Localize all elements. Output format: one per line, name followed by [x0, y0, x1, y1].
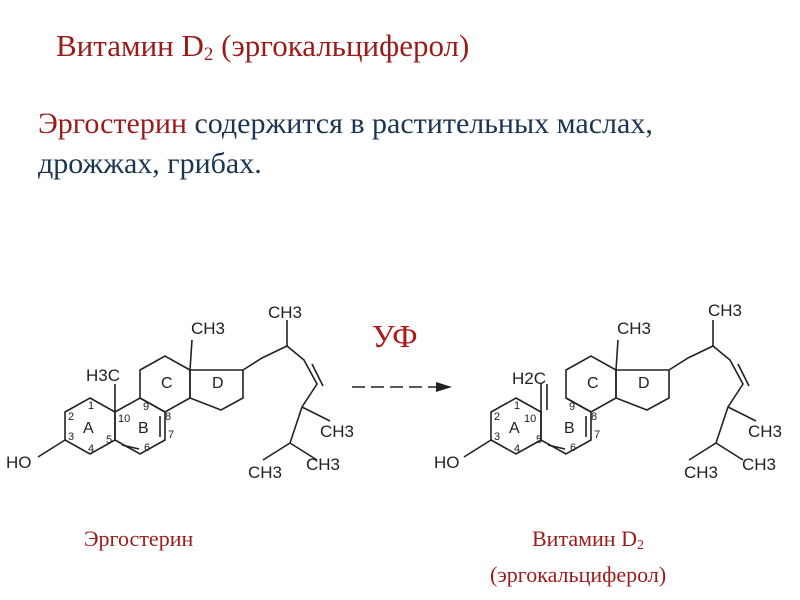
vit-ch3-top: CH3: [617, 319, 651, 338]
vit-ring-c: C: [587, 375, 599, 392]
caption-ergosterol: Эргостерин: [84, 526, 194, 551]
caption-vitamin-prefix: Витамин D: [532, 526, 637, 551]
vit-num-4: 4: [514, 443, 520, 455]
intro-text: Эргостерин содержится в растительных мас…: [38, 104, 778, 184]
intro-line2: дрожжах, грибах.: [38, 147, 262, 180]
erg-num-10: 10: [118, 413, 130, 425]
vit-ho: HO: [434, 453, 460, 472]
erg-num-7: 7: [168, 429, 174, 441]
caption-vitamin-d2: Витамин D2: [532, 526, 644, 554]
vit-num-2: 2: [494, 411, 500, 423]
erg-ring-b: B: [138, 420, 149, 437]
vitamin-d2-structure: [463, 320, 757, 461]
vit-ch3-bottom-right: CH3: [742, 455, 776, 474]
title-suffix: (эргокальциферол): [213, 28, 470, 63]
erg-ring-c: C: [161, 375, 173, 392]
vit-num-1: 1: [514, 400, 520, 412]
intro-line1: содержится в растительных маслах,: [186, 107, 653, 140]
vit-ring-b: B: [564, 420, 575, 437]
uv-arrow: [352, 382, 452, 392]
slide-title: Витамин D2 (эргокальциферол): [56, 28, 469, 66]
erg-ring-d: D: [212, 375, 224, 392]
vitamin-d2-labels: CH3 CH3 H2C CH3 CH3 CH3 HO A B C D 1 2 3…: [434, 301, 782, 482]
erg-ch3-bottom-right: CH3: [306, 455, 340, 474]
vit-ring-a: A: [509, 420, 520, 437]
erg-num-2: 2: [68, 411, 74, 423]
vit-num-9: 9: [569, 401, 575, 413]
vit-ring-d: D: [638, 375, 650, 392]
vit-num-5: 5: [536, 434, 542, 446]
caption-vitamin-subscript: 2: [636, 538, 644, 553]
vit-ch3-right: CH3: [748, 422, 782, 441]
erg-ch3-top: CH3: [191, 319, 225, 338]
vit-num-7: 7: [594, 429, 600, 441]
title-prefix: Витамин D: [56, 28, 204, 63]
ergosterol-structure: [37, 320, 331, 461]
erg-num-3: 3: [68, 431, 74, 443]
ergosterol-labels: CH3 CH3 H3C CH3 CH3 CH3 HO A B C D 1 2 3…: [6, 303, 354, 482]
erg-num-4: 4: [88, 443, 94, 455]
caption-ergocalciferol: (эргокальциферол): [490, 562, 667, 587]
erg-num-9: 9: [143, 401, 149, 413]
erg-ch3-bottom-left: CH3: [248, 463, 282, 482]
erg-num-8: 8: [165, 411, 171, 423]
title-subscript: 2: [203, 44, 214, 65]
erg-ch3-side: CH3: [268, 303, 302, 322]
vit-num-10: 10: [524, 413, 536, 425]
vit-ch3-side: CH3: [708, 301, 742, 320]
vit-num-3: 3: [494, 431, 500, 443]
vit-num-8: 8: [591, 411, 597, 423]
uv-label: УФ: [372, 318, 418, 354]
erg-num-6: 6: [144, 442, 150, 454]
vit-h2c: H2C: [512, 369, 546, 388]
intro-highlight: Эргостерин: [38, 107, 187, 140]
erg-num-1: 1: [88, 400, 94, 412]
erg-h3c: H3C: [86, 366, 120, 385]
erg-num-5: 5: [106, 434, 112, 446]
erg-ho: HO: [6, 453, 32, 472]
vit-num-6: 6: [570, 442, 576, 454]
vit-ch3-bottom-left: CH3: [684, 463, 718, 482]
erg-ch3-right: CH3: [320, 422, 354, 441]
erg-ring-a: A: [83, 420, 94, 437]
